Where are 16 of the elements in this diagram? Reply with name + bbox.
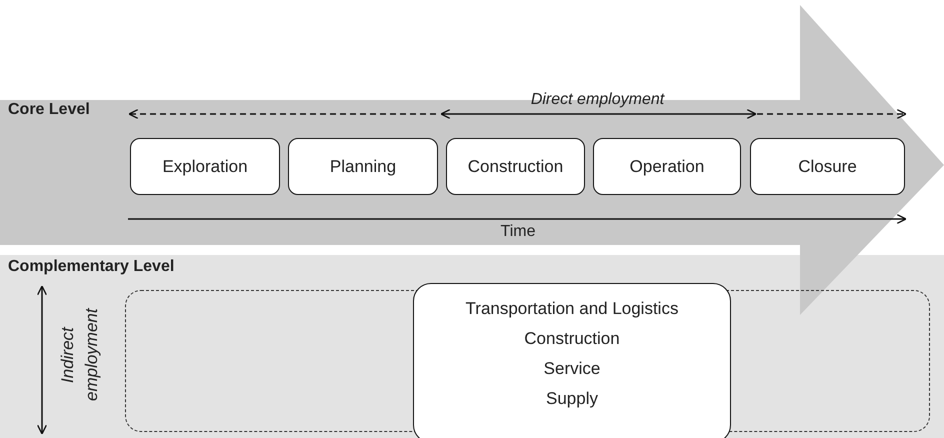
axis-label: Time	[500, 223, 536, 241]
axis-label: Indirect employment	[57, 307, 102, 404]
level-heading: Core Level	[8, 101, 90, 119]
phase-box: Planning	[288, 138, 438, 195]
level-heading: Complementary Level	[8, 258, 174, 276]
phase-box: Construction	[446, 138, 585, 195]
phase-box: Operation	[593, 138, 741, 195]
sector-box	[413, 283, 731, 438]
sector-name: Service	[544, 358, 600, 380]
sector-name: Transportation and Logistics	[466, 298, 678, 320]
level-band	[0, 255, 944, 438]
phase-box: Exploration	[130, 138, 280, 195]
span-label: Direct employment	[530, 91, 666, 109]
sector-name: Supply	[546, 388, 598, 410]
phase-box: Closure	[750, 138, 905, 195]
sector-name: Construction	[524, 328, 620, 350]
